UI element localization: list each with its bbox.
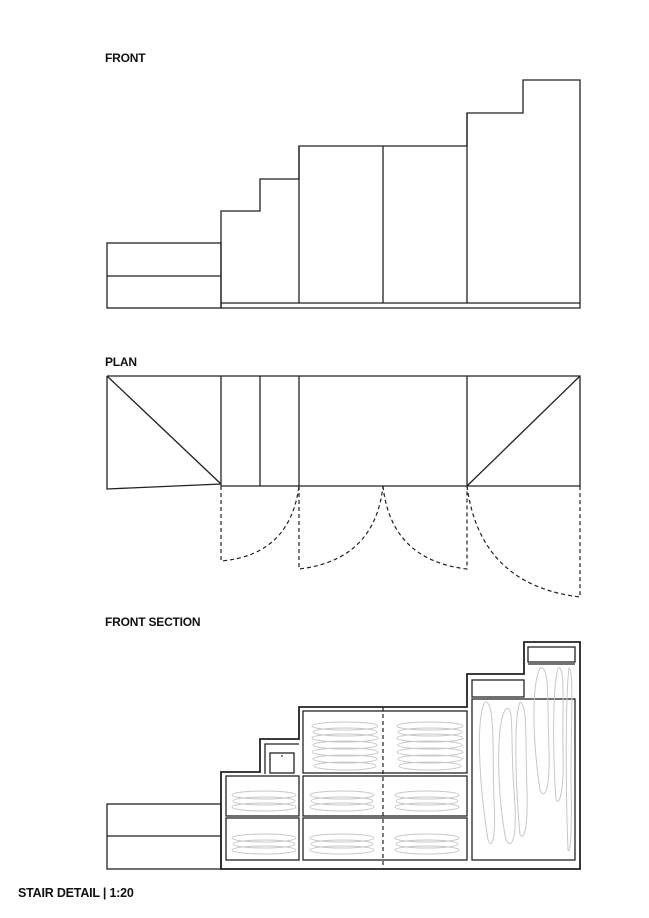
front-stair-outline: [220, 79, 581, 309]
hanging-clothes: [478, 667, 573, 852]
folded-clothes: [231, 721, 464, 855]
plan-view: [106, 375, 581, 598]
small-box: [269, 752, 295, 774]
plan-view-label: PLAN: [105, 355, 137, 369]
front-elevation: [106, 79, 581, 309]
door-swings: [220, 485, 581, 598]
drawing-title: STAIR DETAIL | 1:20: [18, 886, 134, 900]
front-view-label: FRONT: [105, 51, 146, 65]
front-section-label: FRONT SECTION: [105, 615, 201, 629]
front-section: [106, 641, 581, 870]
